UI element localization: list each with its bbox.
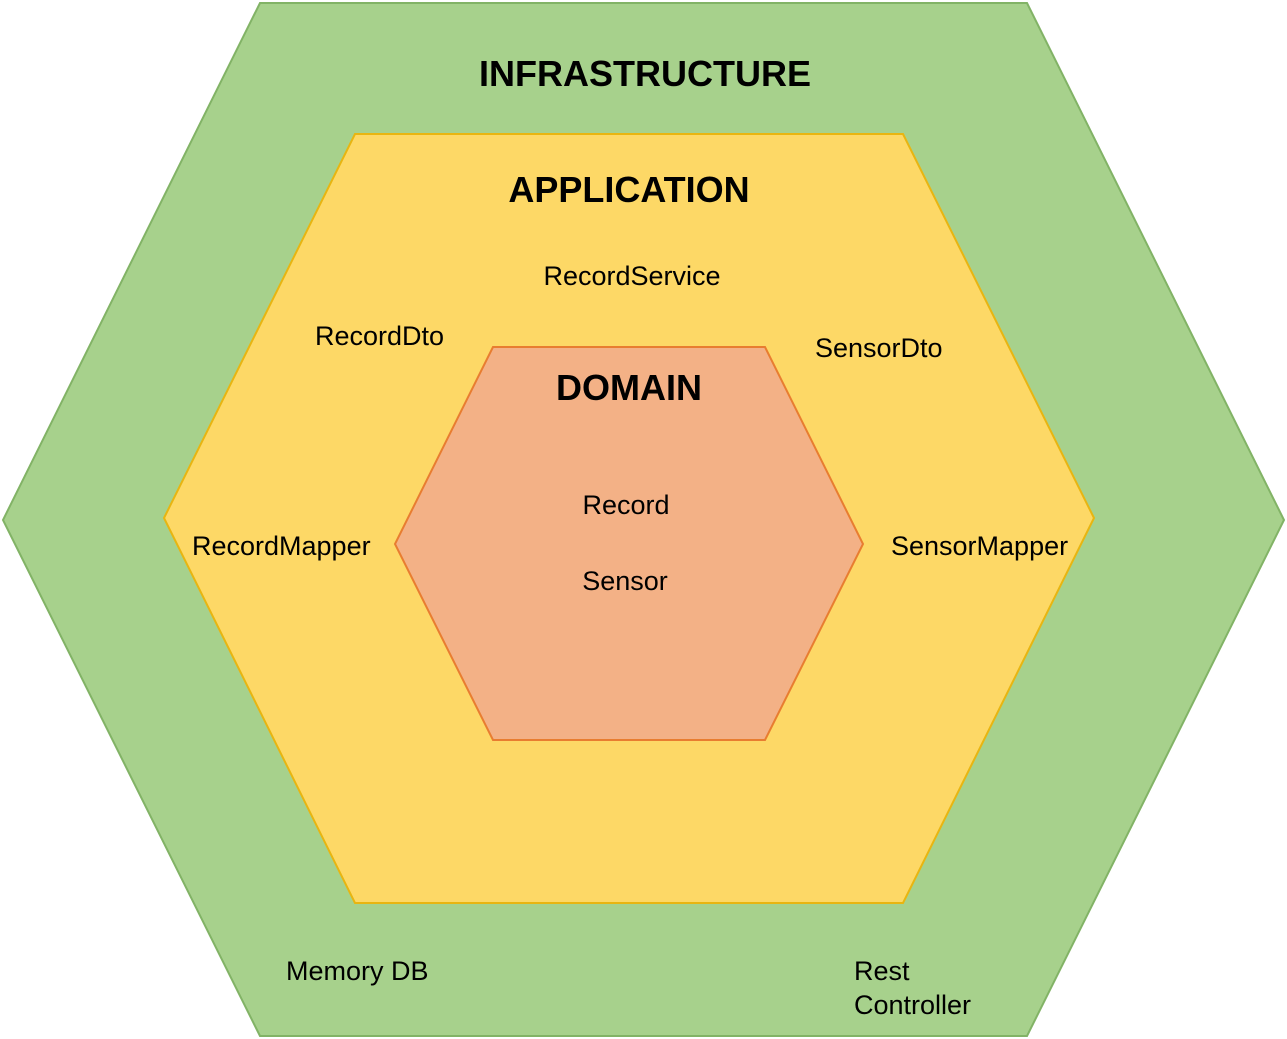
record-dto-label: RecordDto	[315, 321, 444, 351]
domain-title: DOMAIN	[556, 367, 702, 408]
sensor-dto-label: SensorDto	[815, 333, 943, 363]
record-service-label: RecordService	[543, 261, 720, 291]
application-title: APPLICATION	[508, 169, 749, 210]
record-mapper-label: RecordMapper	[192, 531, 371, 561]
memory-db-label: Memory DB	[286, 956, 429, 986]
sensor-entity-label: Sensor	[582, 566, 668, 596]
rest-controller-label-line2: Controller	[854, 990, 971, 1020]
sensor-mapper-label: SensorMapper	[891, 531, 1068, 561]
record-entity-label: Record	[582, 490, 669, 520]
infrastructure-title: INFRASTRUCTURE	[479, 53, 811, 94]
rest-controller-label-line1: Rest	[854, 956, 910, 986]
domain-hexagon	[393, 346, 865, 741]
